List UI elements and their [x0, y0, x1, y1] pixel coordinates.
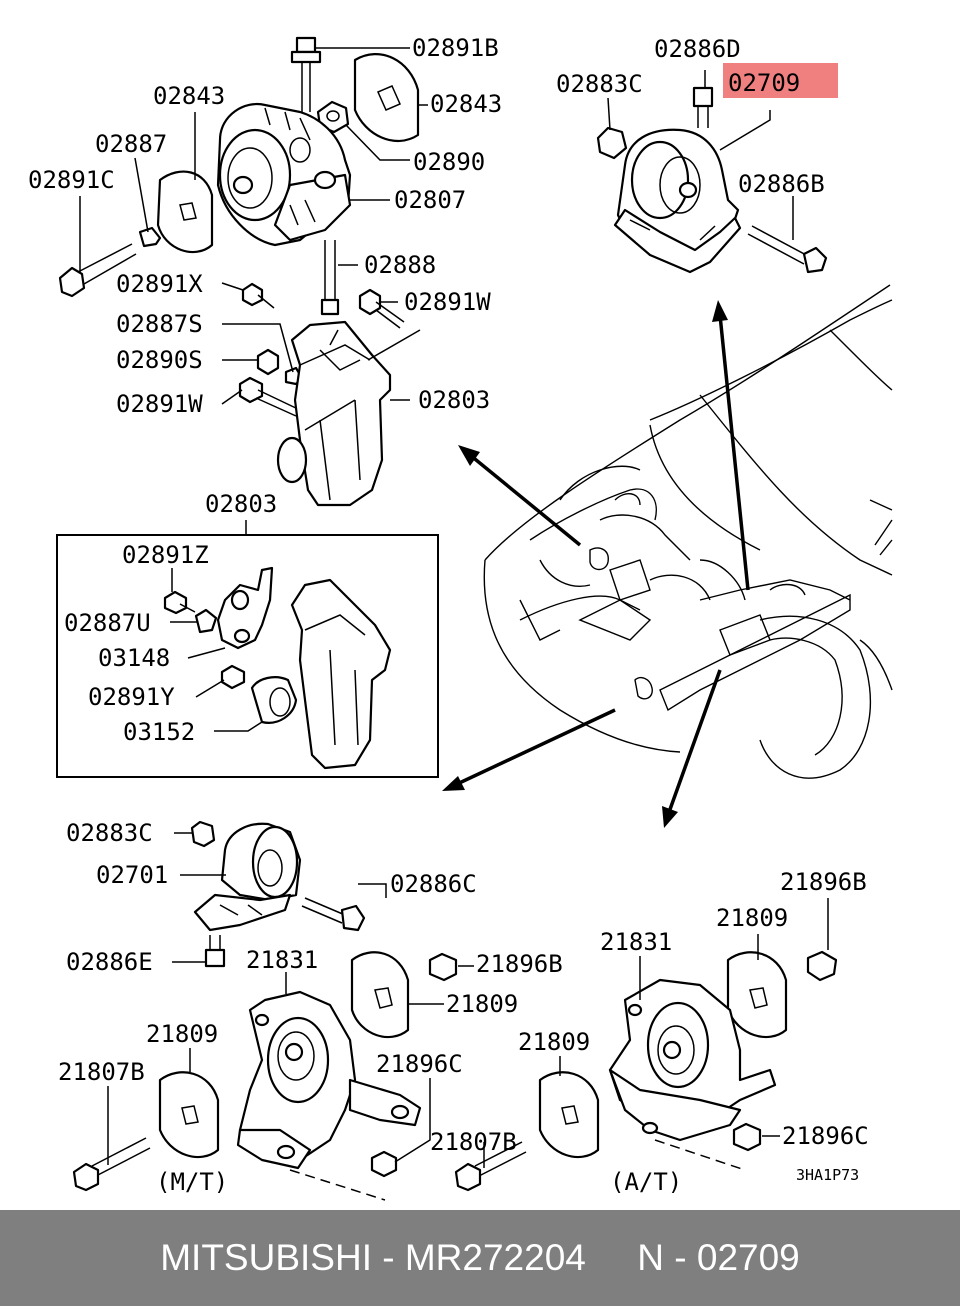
label-03152: 03152 — [123, 718, 195, 746]
label-02843-top: 02843 — [430, 90, 502, 118]
mt-mount-group — [72, 951, 458, 1201]
parts-diagram: 02891B 02843 02843 02887 02890 02891C 02… — [28, 34, 893, 1201]
label-02887: 02887 — [95, 130, 167, 158]
label-02843-left: 02843 — [153, 82, 225, 110]
label-at-variant: (A/T) — [610, 1168, 682, 1196]
footer-text: MITSUBISHI - MR272204 N - 02709 — [160, 1237, 800, 1278]
label-02887S: 02887S — [116, 310, 203, 338]
label-02891W-lower: 02891W — [116, 390, 203, 418]
location-arrows — [442, 300, 750, 828]
label-02807: 02807 — [394, 186, 466, 214]
label-21807B-at: 21807B — [430, 1128, 517, 1156]
label-02891X: 02891X — [116, 270, 203, 298]
label-02888: 02888 — [364, 251, 436, 279]
label-21807B-mt: 21807B — [58, 1058, 145, 1086]
label-02883C-bottom: 02883C — [66, 819, 153, 847]
label-21896C-mt: 21896C — [376, 1050, 463, 1078]
at-mount-group — [454, 950, 838, 1192]
label-02891Z: 02891Z — [122, 541, 209, 569]
label-02890: 02890 — [413, 148, 485, 176]
bracket-detail-box — [56, 534, 439, 778]
label-02803-detail: 02803 — [205, 490, 277, 518]
label-02887U: 02887U — [64, 609, 151, 637]
leader-lines — [79, 47, 829, 1168]
label-02886C: 02886C — [390, 870, 477, 898]
label-21896C-at: 21896C — [782, 1122, 869, 1150]
label-02886B: 02886B — [738, 170, 825, 198]
label-02890S: 02890S — [116, 346, 203, 374]
label-02701: 02701 — [96, 861, 168, 889]
label-mt-variant: (M/T) — [156, 1168, 228, 1196]
car-engine-bay-illustration — [483, 284, 893, 779]
part-number-footer: MITSUBISHI - MR272204 N - 02709 — [0, 1210, 960, 1306]
label-02803: 02803 — [418, 386, 490, 414]
label-02883C-top: 02883C — [556, 70, 643, 98]
part-labels: 02891B 02843 02843 02887 02890 02891C 02… — [28, 34, 869, 1196]
label-02886D: 02886D — [654, 35, 741, 63]
label-21809-at-left: 21809 — [518, 1028, 590, 1056]
label-02891W-upper: 02891W — [404, 288, 491, 316]
upper-left-mount-assembly — [58, 36, 420, 316]
label-02891Y: 02891Y — [88, 683, 175, 711]
label-02886E: 02886E — [66, 948, 153, 976]
label-21831-at: 21831 — [600, 928, 672, 956]
bracket-02803-assembly — [238, 282, 405, 507]
label-03148: 03148 — [98, 644, 170, 672]
diagram-code: 3HA1P73 — [796, 1166, 859, 1184]
part-02709-highlight — [723, 63, 838, 98]
label-02891B: 02891B — [412, 34, 499, 62]
label-02709: 02709 — [728, 69, 800, 97]
label-02891C: 02891C — [28, 166, 115, 194]
part-02709-engine-mount — [596, 63, 838, 274]
label-21831-mt: 21831 — [246, 946, 318, 974]
label-21809-mt-left: 21809 — [146, 1020, 218, 1048]
label-21896B-mt: 21896B — [476, 950, 563, 978]
part-02701-mount — [190, 820, 366, 968]
label-21809-mt-right: 21809 — [446, 990, 518, 1018]
label-21896B-at: 21896B — [780, 868, 867, 896]
label-21809-at-right: 21809 — [716, 904, 788, 932]
